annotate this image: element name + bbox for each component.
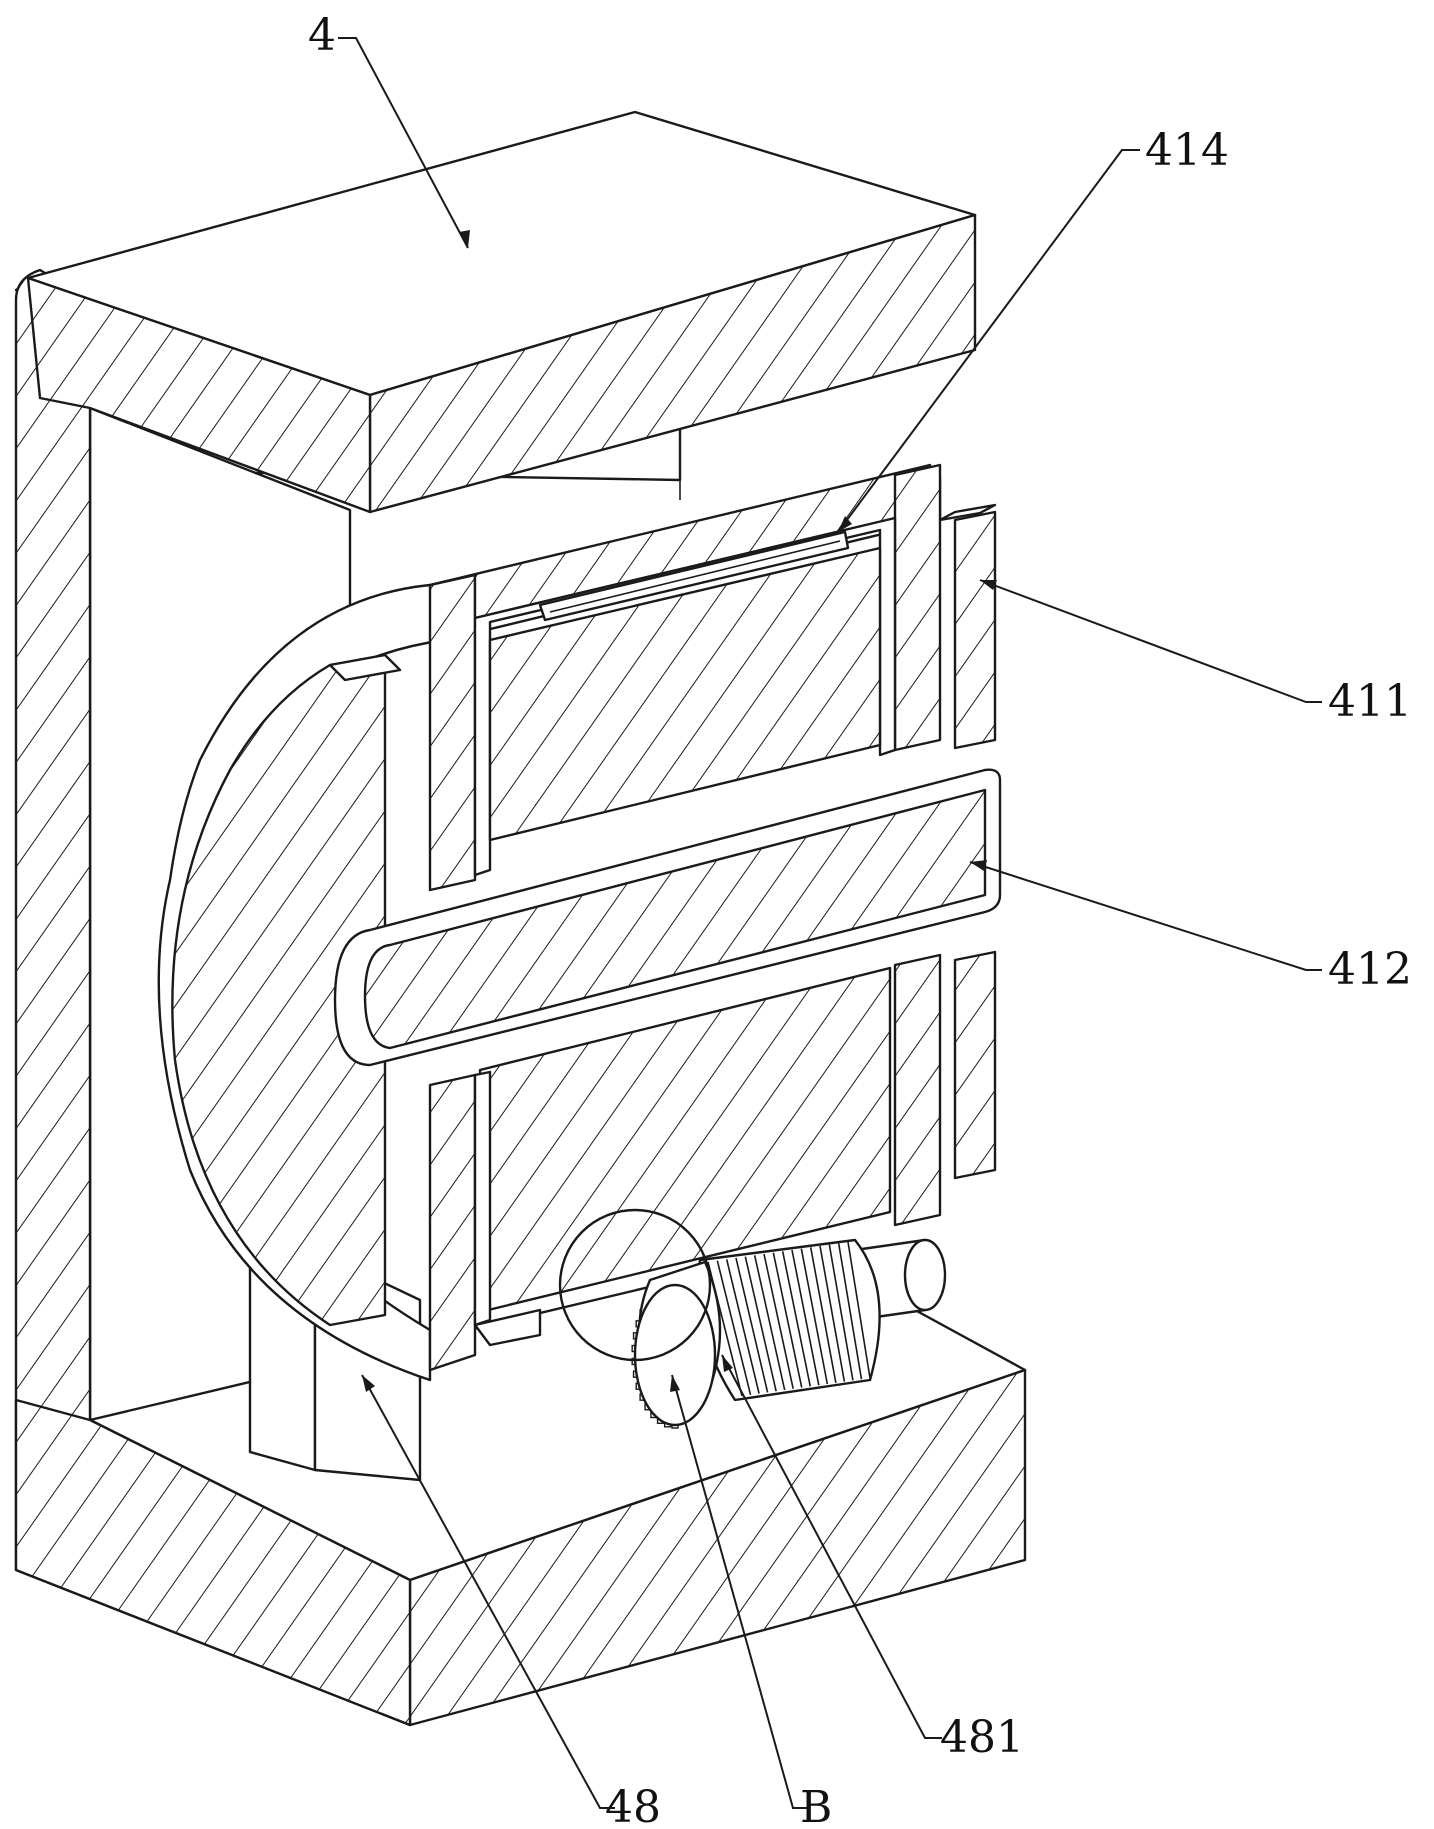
rotor-half-disc-section (171, 653, 387, 1327)
arrow-4 (459, 230, 470, 248)
upper-ring-block (428, 463, 997, 892)
lower-right-wall (893, 953, 942, 1227)
lower-bottom-lip (473, 1308, 542, 1347)
lower-left-wall (428, 1073, 477, 1372)
gear-tooth-line (725, 1259, 760, 1394)
gear-tooth-line (763, 1253, 794, 1389)
groove-plate-inner-line (549, 540, 841, 613)
label-411: 411 (1328, 676, 1412, 727)
middle-ring (333, 768, 1002, 1067)
upper-core-section (488, 546, 882, 842)
arrow-481 (722, 1355, 733, 1372)
gear-tooth-line (716, 1260, 752, 1395)
middle-ring-core (363, 788, 987, 1050)
gear-tooth-line (847, 1241, 871, 1379)
upper-channel-left-wall (428, 573, 477, 892)
label-412: 412 (1328, 944, 1412, 995)
leader-4 (338, 37, 469, 249)
gear-tooth-line (791, 1249, 820, 1386)
leader-414 (837, 149, 1140, 533)
lower-right-flange (953, 950, 997, 1180)
arrow-48 (362, 1375, 375, 1392)
label-414: 414 (1145, 125, 1229, 176)
gear-tooth-line (809, 1247, 837, 1383)
label-b: B (800, 1782, 832, 1829)
arrow-412 (970, 860, 987, 871)
gear-tooth-line (753, 1255, 786, 1391)
gear-tooth-line (828, 1244, 854, 1381)
leader-lines (338, 37, 1322, 1809)
upper-right-flange (953, 510, 997, 750)
arrow-411 (980, 580, 997, 590)
gear-tooth-line (744, 1256, 777, 1392)
upper-right-flange-top (938, 503, 997, 522)
gear-tooth-line (800, 1248, 829, 1385)
label-481: 481 (940, 1712, 1024, 1763)
lower-ring-block (428, 950, 997, 1372)
gear-tooth-line (837, 1243, 863, 1380)
leader-411 (979, 579, 1322, 703)
gear-tooth-line (772, 1252, 803, 1388)
leader-412 (969, 861, 1322, 971)
rotor-half-disc-top (328, 653, 402, 682)
shaft-end-cap (903, 1238, 947, 1312)
gear-tooth-line (781, 1251, 812, 1387)
gear-shaft (631, 1238, 947, 1429)
label-48: 48 (605, 1782, 661, 1829)
leader-481 (721, 1354, 942, 1739)
detail-circle-b (558, 1208, 712, 1362)
leader-48 (361, 1374, 615, 1809)
lower-left-slot (473, 1070, 492, 1327)
arrow-414 (838, 516, 852, 532)
gear-tooth-line (735, 1257, 769, 1393)
gear-tooth-line (819, 1245, 846, 1382)
gear-left-face (633, 1283, 717, 1427)
label-housing: 4 (308, 10, 336, 61)
housing-top-left-section (26, 276, 372, 514)
arrow-b (670, 1375, 680, 1392)
leader-b (671, 1374, 808, 1809)
upper-channel-right-wall (893, 463, 942, 752)
upper-inner-slot (473, 516, 897, 877)
housing-bottom-left-section (14, 1398, 412, 1727)
arrowheads (362, 230, 997, 1392)
